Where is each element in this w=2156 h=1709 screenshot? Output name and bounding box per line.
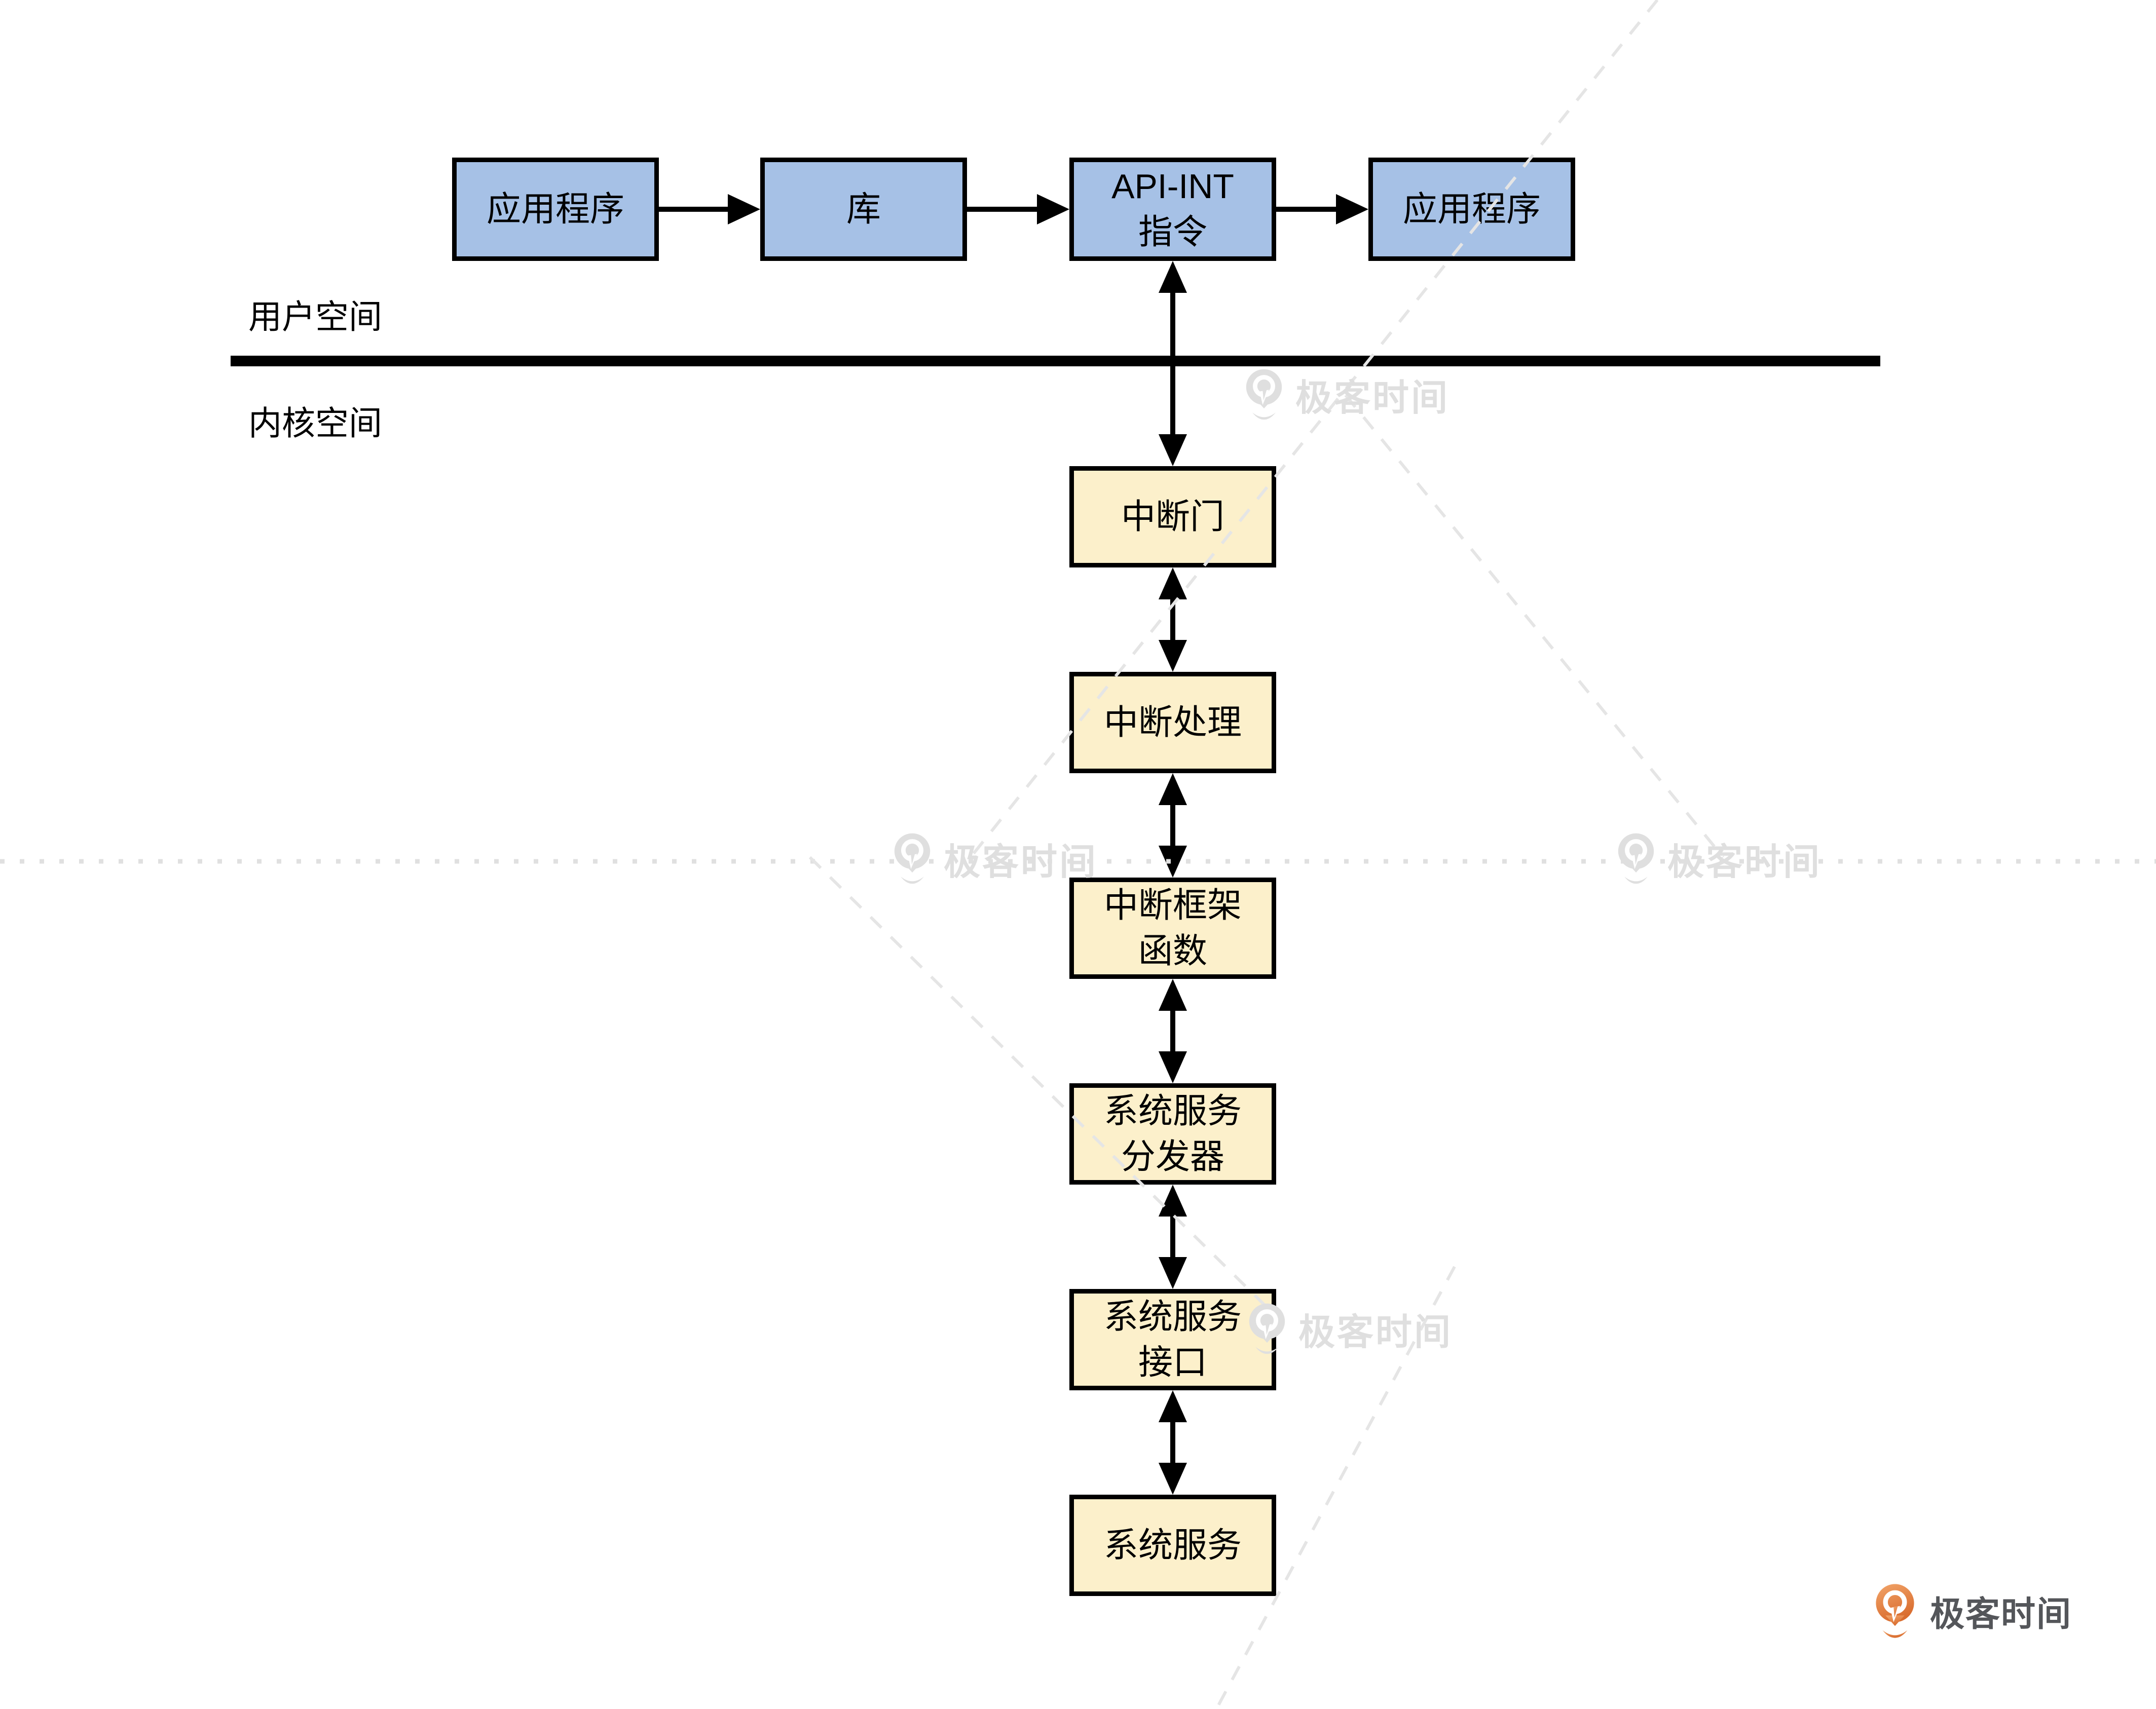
box-label: 指令 bbox=[1138, 213, 1207, 251]
double-arrow-dispatcher-interface bbox=[1159, 1185, 1187, 1289]
box-application-right: 应用程序 bbox=[1368, 158, 1575, 261]
box-label: API-INT bbox=[1111, 167, 1234, 206]
box-interrupt-handling: 中断处理 bbox=[1069, 672, 1276, 773]
arrow-lib-to-apiint bbox=[967, 194, 1069, 224]
box-label: 接口 bbox=[1138, 1343, 1207, 1382]
box-system-service-interface: 系统服务 接口 bbox=[1069, 1289, 1276, 1390]
box-api-int-instruction: API-INT 指令 bbox=[1069, 158, 1276, 261]
geektime-pin-icon bbox=[1876, 1584, 1914, 1638]
box-label: 中断门 bbox=[1121, 498, 1224, 536]
double-arrow-framework-dispatcher bbox=[1159, 979, 1187, 1083]
box-label: 函数 bbox=[1138, 932, 1207, 970]
box-label: 中断处理 bbox=[1103, 703, 1242, 742]
box-interrupt-framework-function: 中断框架 函数 bbox=[1069, 878, 1276, 979]
box-label: 应用程序 bbox=[486, 190, 624, 229]
box-interrupt-gate: 中断门 bbox=[1069, 466, 1276, 567]
double-arrow-interface-service bbox=[1159, 1390, 1187, 1495]
box-label: 中断框架 bbox=[1103, 886, 1242, 925]
box-application-left: 应用程序 bbox=[452, 158, 659, 261]
box-system-service-dispatcher: 系统服务 分发器 bbox=[1069, 1083, 1276, 1185]
user-kernel-divider-line bbox=[231, 356, 1880, 366]
box-label: 分发器 bbox=[1121, 1137, 1224, 1176]
arrow-apiint-to-app bbox=[1276, 194, 1368, 224]
kernel-space-label: 内核空间 bbox=[248, 404, 382, 442]
arrow-app-to-lib bbox=[659, 194, 760, 224]
box-label: 系统服务 bbox=[1103, 1526, 1242, 1565]
box-label: 库 bbox=[846, 190, 881, 229]
box-label: 系统服务 bbox=[1103, 1092, 1242, 1130]
user-space-label: 用户空间 bbox=[248, 298, 382, 335]
geektime-logo: 极客时间 bbox=[1871, 1581, 2072, 1641]
double-arrow-gate-handler bbox=[1159, 567, 1187, 672]
box-system-service: 系统服务 bbox=[1069, 1495, 1276, 1596]
box-library: 库 bbox=[760, 158, 967, 261]
geektime-logo-text: 极客时间 bbox=[1930, 1594, 2072, 1634]
box-label: 系统服务 bbox=[1103, 1298, 1242, 1336]
box-label: 应用程序 bbox=[1402, 190, 1541, 229]
double-arrow-handler-framework bbox=[1159, 773, 1187, 878]
